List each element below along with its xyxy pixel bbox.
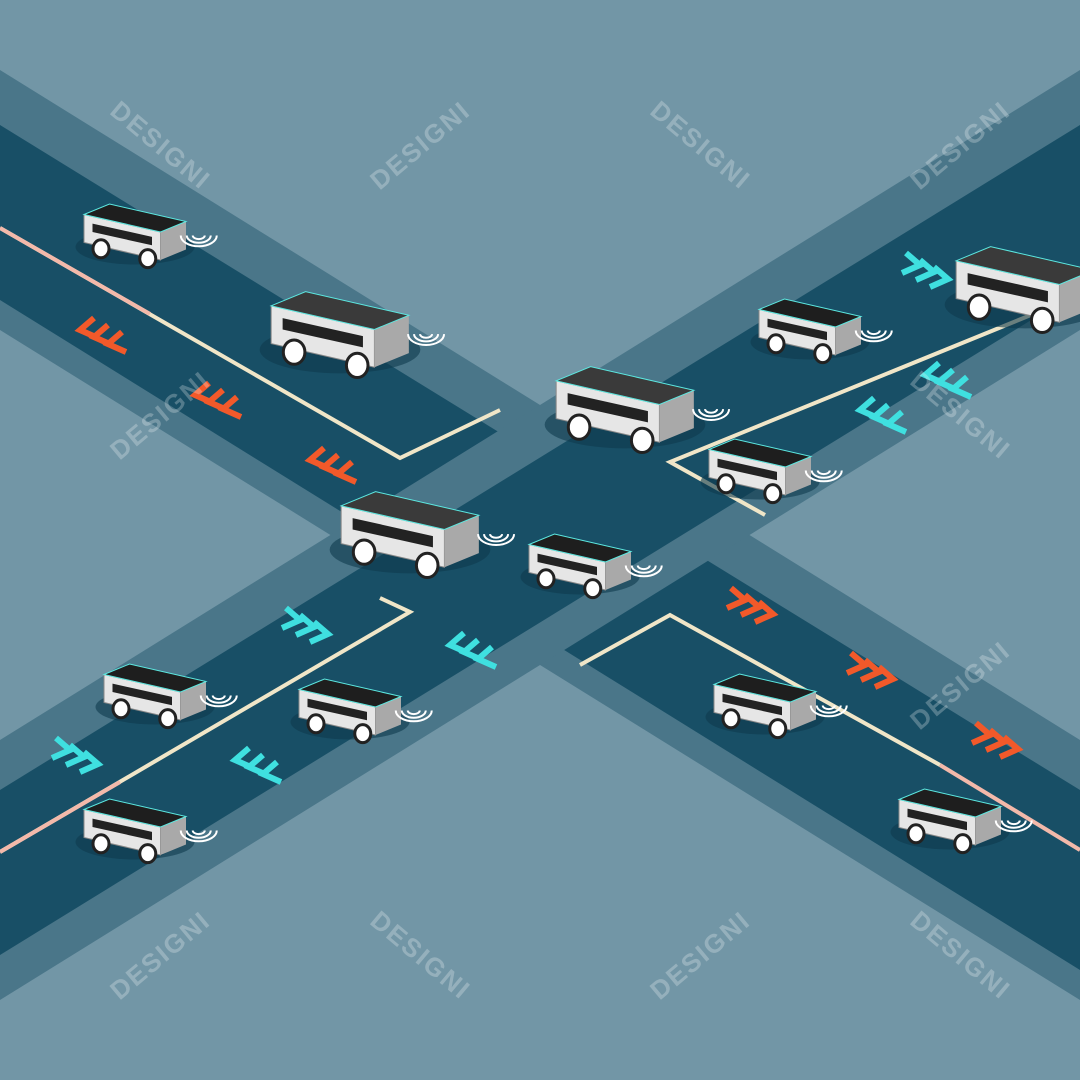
sports-car-vehicle xyxy=(75,798,218,865)
sports-car-vehicle xyxy=(290,678,433,745)
chevron-arrow-icon xyxy=(304,445,358,485)
vehicles xyxy=(75,203,1080,865)
chevron-arrow-icon xyxy=(845,650,899,690)
chevron-arrow-icon xyxy=(970,720,1024,760)
pickup-vehicle xyxy=(520,533,663,600)
pickup-vehicle xyxy=(75,203,218,270)
chevron-arrow-icon xyxy=(229,745,283,785)
pickup-vehicle xyxy=(705,673,848,740)
shuttle-bus-vehicle xyxy=(259,291,446,380)
sports-car-vehicle xyxy=(700,438,843,505)
shuttle-bus-vehicle xyxy=(944,246,1080,335)
pickup-vehicle xyxy=(95,663,238,730)
chevron-arrow-icon xyxy=(50,735,104,775)
direction-arrows xyxy=(50,250,1024,785)
sports-car-vehicle xyxy=(890,788,1033,855)
chevron-arrow-icon xyxy=(725,585,779,625)
shuttle-bus-vehicle xyxy=(329,491,516,580)
sports-car-vehicle xyxy=(750,298,893,365)
chevron-arrow-icon xyxy=(854,395,908,435)
chevron-arrow-icon xyxy=(444,630,498,670)
chevron-arrow-icon xyxy=(919,360,973,400)
chevron-arrow-icon xyxy=(189,380,243,420)
chevron-arrow-icon xyxy=(280,605,334,645)
chevron-arrow-icon xyxy=(74,315,128,355)
chevron-arrow-icon xyxy=(900,250,954,290)
shuttle-bus-vehicle xyxy=(544,366,731,455)
